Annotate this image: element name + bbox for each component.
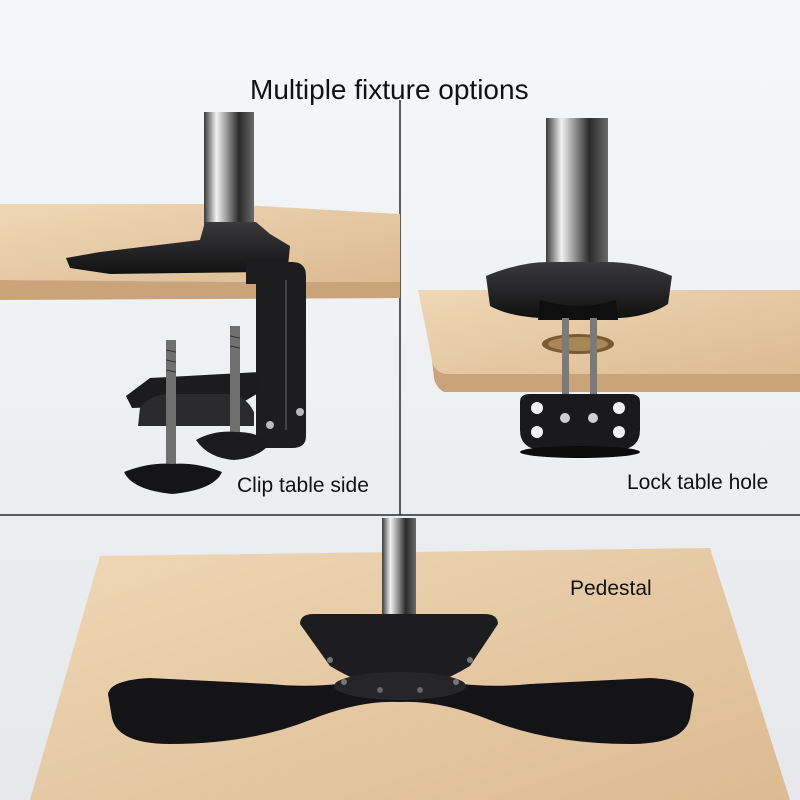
clip-screw-right xyxy=(230,326,240,452)
clip-base-plate xyxy=(66,222,290,274)
clip-screw-left xyxy=(166,340,176,472)
clip-mount-illustration xyxy=(0,112,400,494)
pedestal-label: Pedestal xyxy=(570,577,652,600)
lock-pole xyxy=(546,118,608,278)
page-title: Multiple fixture options xyxy=(250,74,529,105)
pedestal-base-arms xyxy=(108,670,694,744)
clip-pole xyxy=(204,112,254,232)
lock-top-plate xyxy=(486,262,672,318)
lock-table-hole-label: Lock table hole xyxy=(627,471,769,494)
lock-bottom-plate xyxy=(520,394,640,450)
clip-table-side-label: Clip table side xyxy=(237,474,369,497)
lock-bolt-left xyxy=(562,318,569,436)
clip-knob-left xyxy=(124,463,222,494)
pedestal-illustration xyxy=(30,518,790,800)
lock-mount-illustration xyxy=(418,118,800,458)
lock-table-edge xyxy=(432,360,800,392)
lock-bolt-right xyxy=(590,318,597,436)
clip-knob-right xyxy=(196,431,270,460)
clip-bracket-side xyxy=(246,262,306,448)
clip-table-edge xyxy=(0,280,400,300)
pedestal-base-plate xyxy=(300,614,498,690)
